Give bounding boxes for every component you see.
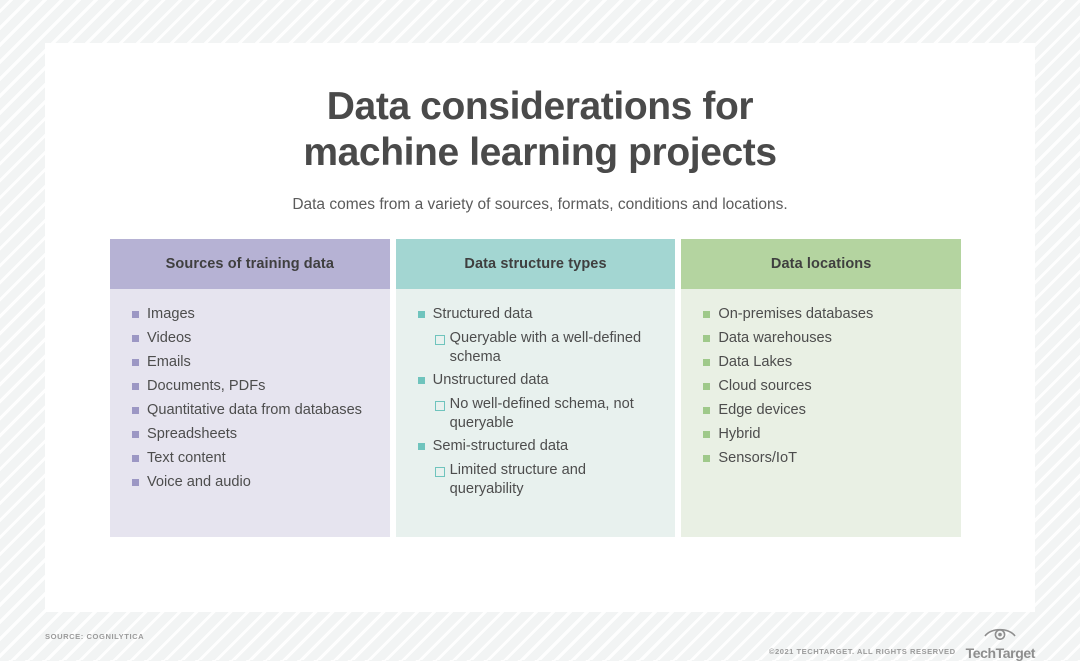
list-sub-item: Limited structure and queryability (418, 461, 662, 499)
column-body-data-locations: On-premises databases Data warehouses Da… (681, 289, 962, 537)
columns-container: Sources of training data Images Videos E… (110, 239, 962, 537)
page-subtitle: Data comes from a variety of sources, fo… (292, 196, 788, 213)
list-item: Videos (132, 329, 376, 348)
list-item: Spreadsheets (132, 425, 376, 444)
list-sub-item: No well-defined schema, not queryable (418, 395, 662, 433)
list-data-locations: On-premises databases Data warehouses Da… (703, 305, 947, 468)
column-data-structure-types: Data structure types Structured data Que… (395, 239, 676, 537)
list-item: Data warehouses (703, 329, 947, 348)
eye-icon (983, 626, 1017, 646)
column-sources-of-training-data: Sources of training data Images Videos E… (110, 239, 390, 537)
list-item: On-premises databases (703, 305, 947, 324)
techtarget-wordmark: TechTarget (965, 645, 1036, 661)
list-item: Sensors/IoT (703, 449, 947, 468)
list-item: Documents, PDFs (132, 377, 376, 396)
list-sources-of-training-data: Images Videos Emails Documents, PDFs Qua… (132, 305, 376, 492)
list-sub-item: Queryable with a well-defined schema (418, 329, 662, 367)
column-header-data-structure-types: Data structure types (395, 239, 676, 289)
techtarget-logo: TechTarget (966, 626, 1035, 660)
page-title-line-2: machine learning projects (303, 131, 777, 174)
list-item: Voice and audio (132, 473, 376, 492)
list-item: Emails (132, 353, 376, 372)
list-item: Semi-structured data (417, 437, 662, 456)
column-body-data-structure-types: Structured data Queryable with a well-de… (395, 289, 676, 537)
list-item: Hybrid (703, 425, 947, 444)
column-data-locations: Data locations On-premises databases Dat… (681, 239, 962, 537)
list-data-structure-types: Structured data Queryable with a well-de… (417, 305, 662, 499)
list-item: Data Lakes (703, 353, 947, 372)
list-item: Cloud sources (703, 377, 947, 396)
page-title-line-1: Data considerations for (326, 85, 754, 128)
column-body-sources-of-training-data: Images Videos Emails Documents, PDFs Qua… (110, 289, 390, 537)
list-item: Structured data (417, 305, 662, 324)
infographic-card: Data considerations for machine learning… (45, 43, 1035, 612)
footer-right: ©2021 TECHTARGET. ALL RIGHTS RESERVED Te… (769, 626, 1035, 660)
heading-block: Data considerations for machine learning… (45, 43, 1035, 215)
column-header-sources-of-training-data: Sources of training data (110, 239, 390, 289)
copyright-notice: ©2021 TECHTARGET. ALL RIGHTS RESERVED (768, 647, 956, 656)
source-credit: SOURCE: COGNILYTICA (45, 632, 145, 641)
column-header-data-locations: Data locations (681, 239, 962, 289)
list-item: Unstructured data (417, 371, 662, 390)
list-item: Quantitative data from databases (132, 401, 376, 420)
list-item: Text content (132, 449, 376, 468)
list-item: Images (132, 305, 376, 324)
list-item: Edge devices (703, 401, 947, 420)
